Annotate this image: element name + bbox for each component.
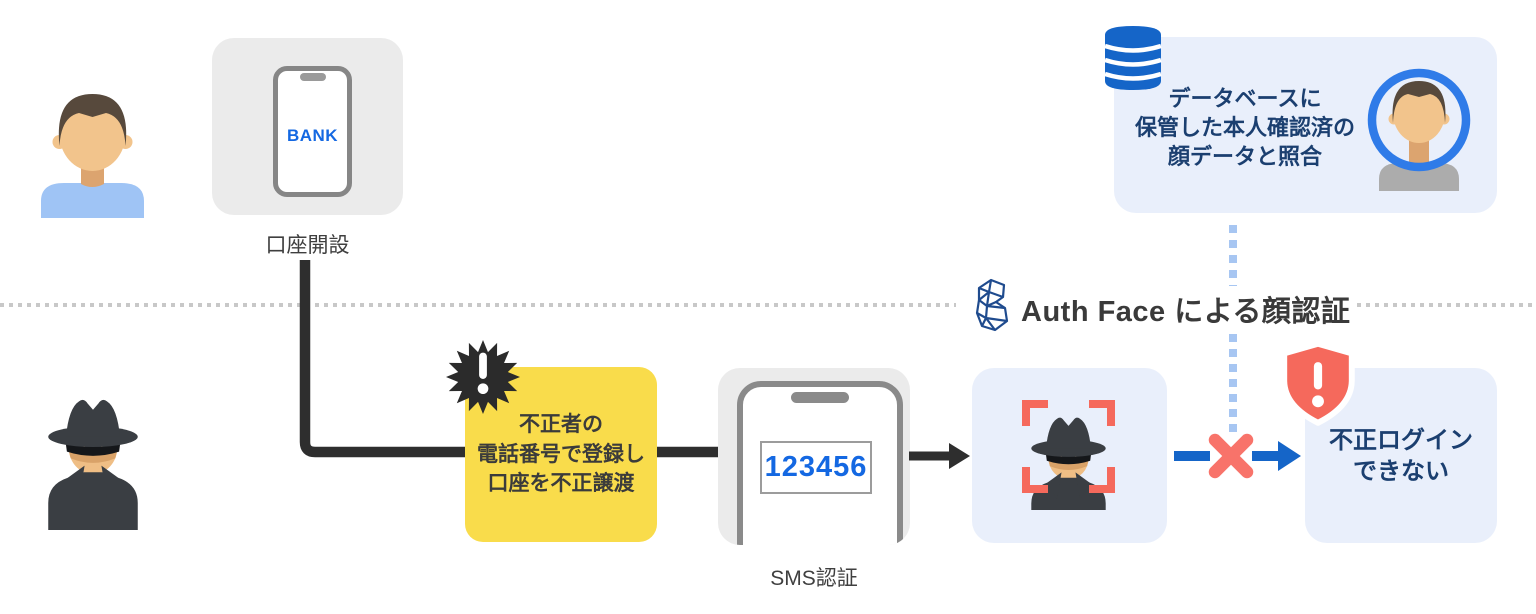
auth-face-label: Auth Face による顔認証 xyxy=(1021,296,1351,328)
face-scan-card xyxy=(972,368,1167,543)
fraud-note-card: 不正者の 電話番号で登録し 口座を不正譲渡 xyxy=(465,367,657,542)
fraudster-avatar xyxy=(37,392,149,530)
database-link-dotted-line-top xyxy=(1229,225,1237,286)
fraud-note-line: 口座を不正譲渡 xyxy=(487,472,635,496)
divider-dotted-line-right xyxy=(1357,303,1536,307)
sms-caption: SMS認証 xyxy=(770,567,858,590)
blocked-arrow xyxy=(1174,433,1301,479)
arrow-right-icon xyxy=(909,443,970,469)
result-line: できない xyxy=(1353,457,1449,485)
result-line: 不正ログイン xyxy=(1329,426,1473,454)
bank-phone-icon: BANK xyxy=(273,66,352,197)
database-card-line: 顔データと照合 xyxy=(1167,144,1322,169)
sms-card: 123456 xyxy=(718,368,910,545)
scan-frame-icon xyxy=(1022,400,1115,493)
database-card-text: データベースに 保管した本人確認済の 顔データと照合 xyxy=(1122,84,1368,171)
database-card: データベースに 保管した本人確認済の 顔データと照合 xyxy=(1114,37,1497,213)
phone-notch xyxy=(791,392,849,403)
database-card-line: 保管した本人確認済の xyxy=(1134,115,1355,140)
account-open-card: BANK xyxy=(212,38,403,215)
connector-line xyxy=(299,260,727,458)
fraud-note-line: 電話番号で登録し xyxy=(477,442,645,466)
database-card-line: データベースに xyxy=(1168,86,1322,111)
divider-dotted-line-left xyxy=(0,303,956,307)
user-avatar xyxy=(41,94,144,218)
sms-code-value: 123456 xyxy=(764,451,868,483)
x-mark-icon xyxy=(1208,433,1254,479)
bank-app-label: BANK xyxy=(286,126,339,145)
fraud-note-line: 不正者の xyxy=(519,413,603,437)
warning-burst-icon xyxy=(446,340,520,414)
phone-notch xyxy=(299,73,326,81)
auth-face-logo-icon xyxy=(975,278,1009,332)
sms-code-box: 123456 xyxy=(760,441,872,494)
database-icon xyxy=(1104,26,1162,90)
account-open-caption: 口座開設 xyxy=(265,234,350,257)
verified-face-avatar xyxy=(1367,68,1471,191)
shield-alert-icon xyxy=(1281,340,1355,426)
database-link-dotted-line-bottom xyxy=(1229,334,1237,434)
